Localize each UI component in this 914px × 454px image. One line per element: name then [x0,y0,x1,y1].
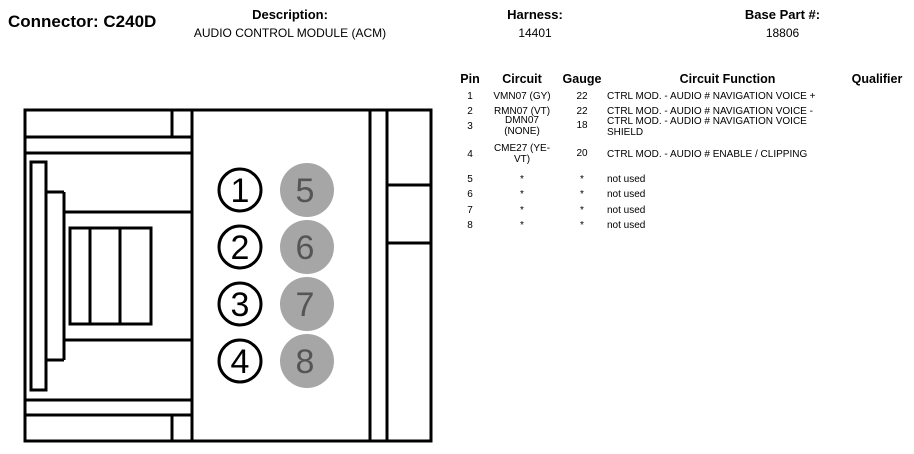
pin-cell: 6 [467,189,473,200]
column-header-gauge: Gauge [562,72,602,86]
gauge-cell: 22 [576,91,588,102]
cavity-label-2: 2 [231,229,250,267]
cavity-label-4: 4 [231,343,250,381]
circuit-function-cell: not used [607,189,646,200]
harness-value: 14401 [518,26,552,40]
connector-title: Connector: C240D [8,12,156,32]
circuit-function-cell: CTRL MOD. - AUDIO # ENABLE / CLIPPING [607,149,808,160]
gauge-cell: * [580,220,584,231]
pin-cell: 4 [467,149,473,160]
circuit-cell: RMN07 (VT) [493,106,551,117]
circuit-function-cell: not used [607,205,646,216]
cavity-label-5: 5 [296,172,315,210]
description-value: AUDIO CONTROL MODULE (ACM) [193,26,387,40]
circuit-cell: * [520,205,524,216]
cavity-pin-5 [280,163,334,217]
circuit-function-cell: CTRL MOD. - AUDIO # NAVIGATION VOICE + [607,91,816,102]
harness-label: Harness: [507,7,563,22]
connector-id: C240D [103,12,157,31]
circuit-cell: DMN07 (NONE) [504,115,540,137]
base-part-label: Base Part #: [744,7,821,22]
column-header-pin: Pin [460,72,480,86]
circuit-function-cell: not used [607,174,646,185]
cavity-pin-3 [217,281,263,327]
gauge-cell: * [580,189,584,200]
connector-label: Connector: [8,12,99,31]
column-header-circuit: Circuit [502,72,542,86]
circuit-function-cell: CTRL MOD. - AUDIO # NAVIGATION VOICE SHI… [607,116,807,138]
column-header-qualifier: Qualifier [851,72,903,86]
circuit-cell: * [520,189,524,200]
circuit-cell: * [520,220,524,231]
circuit-cell: CME27 (YE-VT) [493,143,551,165]
pin-cell: 3 [467,121,473,132]
gauge-cell: * [580,174,584,185]
gauge-cell: 20 [576,148,588,159]
description-label: Description: [252,7,328,22]
cavity-pin-2 [217,224,263,270]
cavity-pin-1 [217,167,263,213]
pin-cell: 7 [467,205,473,216]
column-header-circuit-function: Circuit Function [679,72,776,86]
gauge-cell: * [580,205,584,216]
cavity-label-7: 7 [296,286,315,324]
pin-cell: 1 [467,91,473,102]
circuit-cell: VMN07 (GY) [493,91,551,102]
cavity-pin-8 [280,334,334,388]
pin-cell: 2 [467,106,473,117]
circuit-cell: * [520,174,524,185]
gauge-cell: 22 [576,106,588,117]
cavity-label-8: 8 [296,343,315,381]
pin-cell: 5 [467,174,473,185]
cavity-pin-7 [280,277,334,331]
gauge-cell: 18 [576,120,588,131]
cavity-pin-4 [217,338,263,384]
cavity-label-3: 3 [231,286,250,324]
pin-cell: 8 [467,220,473,231]
cavity-pin-6 [280,220,334,274]
base-part-value: 18806 [765,26,800,40]
circuit-function-cell: CTRL MOD. - AUDIO # NAVIGATION VOICE - [607,106,813,117]
connector-face-diagram: 1 2 3 4 5 6 7 8 [23,108,433,443]
cavity-label-6: 6 [296,229,315,267]
circuit-function-cell: not used [607,220,646,231]
cavity-label-1: 1 [231,172,250,210]
